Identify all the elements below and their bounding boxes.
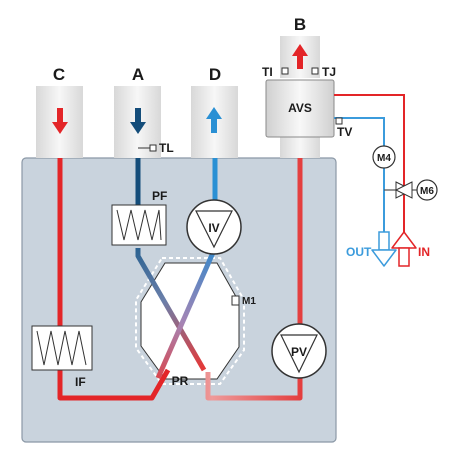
label-iv: IV — [208, 221, 219, 235]
avs-box — [265, 79, 335, 138]
label-pr: PR — [172, 374, 189, 388]
pump-m4 — [372, 145, 396, 169]
label-in: IN — [418, 245, 430, 259]
label-if: IF — [75, 375, 86, 389]
sensor-ti — [281, 67, 289, 75]
label-pf: PF — [152, 189, 167, 203]
label-d: D — [209, 65, 221, 84]
sensor-tv — [335, 117, 343, 125]
label-avs: AVS — [288, 101, 312, 115]
label-m4: M4 — [377, 153, 391, 164]
valve-m6 — [394, 179, 438, 201]
flow-path-a-diagonal — [135, 248, 207, 372]
out-arrow — [371, 231, 397, 267]
label-m1: M1 — [242, 296, 256, 307]
fan-iv — [186, 199, 242, 255]
arrow-c-down — [52, 108, 68, 134]
arrow-a-down — [130, 108, 146, 134]
duct-b-bottom — [280, 135, 320, 158]
filter-if — [31, 325, 93, 371]
label-tl: TL — [159, 141, 174, 155]
arrow-d-up — [206, 107, 222, 133]
sensor-m1 — [231, 295, 240, 306]
label-out: OUT — [346, 245, 372, 259]
fan-pv — [271, 323, 327, 379]
cold-water-pipe — [334, 117, 385, 232]
label-ti: TI — [262, 65, 273, 79]
arrow-b-up — [292, 44, 308, 69]
flow-path-c — [57, 158, 171, 401]
filter-pf — [111, 204, 167, 246]
sensor-tj — [311, 67, 319, 75]
label-m6: M6 — [420, 186, 434, 197]
sensor-tl — [138, 144, 157, 152]
label-a: A — [132, 65, 144, 84]
label-b: B — [294, 15, 306, 34]
label-tv: TV — [337, 125, 352, 139]
label-tj: TJ — [322, 65, 336, 79]
heat-exchanger-outline — [135, 257, 245, 385]
label-pv: PV — [291, 345, 307, 359]
flow-path-d-diagonal — [155, 246, 218, 380]
heat-exchanger-pr — [140, 262, 240, 380]
label-c: C — [53, 65, 65, 84]
in-arrow — [391, 231, 417, 267]
flow-path-exhaust — [205, 158, 303, 401]
